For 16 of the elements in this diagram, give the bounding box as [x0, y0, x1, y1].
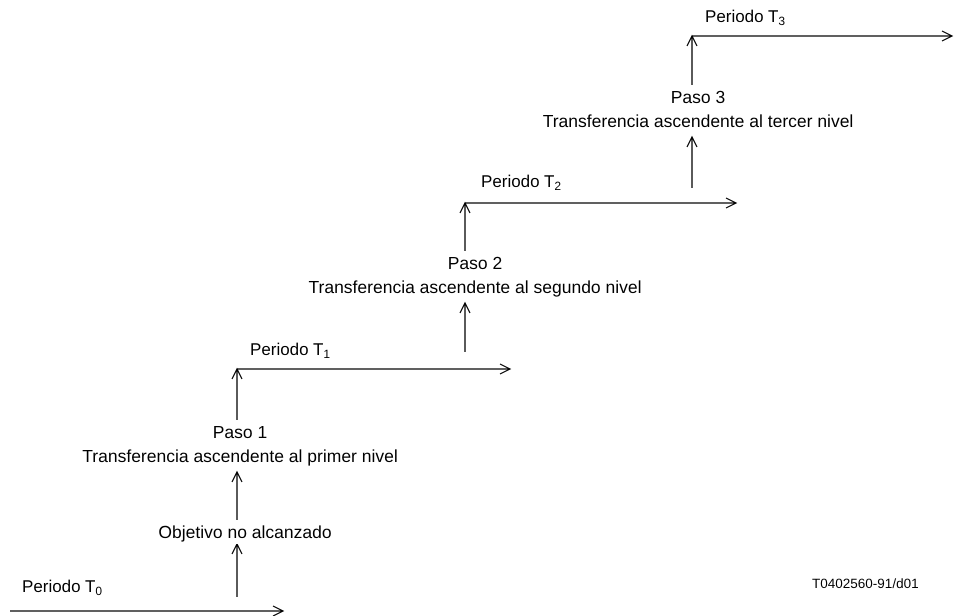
arrow	[231, 368, 243, 420]
period-label: Periodo T$_{1}$	[250, 339, 330, 361]
figure-code: T0402560-91/d01	[812, 575, 919, 593]
arrow	[686, 136, 698, 188]
arrow	[686, 35, 698, 85]
arrow	[459, 202, 471, 251]
arrow	[231, 543, 243, 597]
arrow	[465, 197, 737, 209]
arrow	[10, 605, 284, 616]
period-label: Periodo T$_{3}$	[705, 6, 786, 28]
arrow	[231, 471, 243, 520]
arrow	[459, 302, 471, 352]
arrow	[692, 30, 953, 42]
arrow	[237, 363, 511, 375]
period-label: Periodo T$_{2}$	[481, 171, 562, 193]
period-label: Periodo T$_{0}$	[22, 576, 102, 598]
